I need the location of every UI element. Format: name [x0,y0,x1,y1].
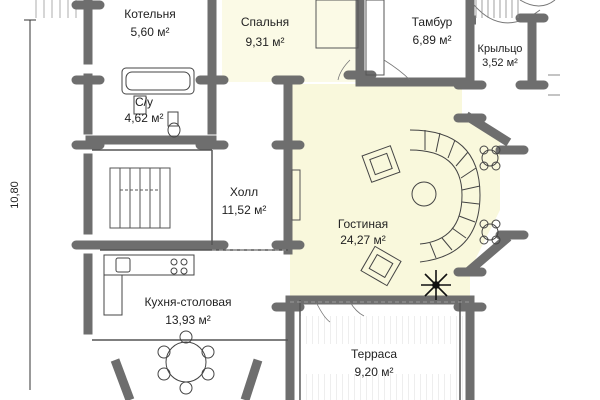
room-area-su: 4,62 м² [125,111,164,125]
sink [133,95,147,115]
room-name-kuhnya: Кухня-столовая [144,295,231,309]
room-name-spalnya: Спальня [241,15,289,29]
star-plant-icon [421,270,451,300]
room-area-gostinaya: 24,27 м² [340,233,386,247]
room-area-tambur: 6,89 м² [413,33,452,47]
door-swing-terrace-2 [349,301,365,317]
room-area-terrasa: 9,20 м² [355,365,394,379]
room-area-kotelnaya: 5,60 м² [131,25,170,39]
door-swing-terrace [315,301,331,323]
log-ends [71,0,549,312]
plant-icon-1 [479,145,501,171]
door-swing-bedroom [337,59,351,81]
room-area-holl: 11,52 м² [222,203,267,217]
room-name-terrasa: Терраса [351,347,397,361]
sofa-curved [409,129,481,263]
dining-table [157,330,215,395]
door-swing-tambur [383,59,411,81]
kitchen-counter [103,254,195,316]
living-fill [290,84,500,300]
room-name-krylco: Крыльцо [478,43,523,55]
bathtub [121,67,195,95]
armchair-top [361,145,401,183]
armchair-bottom [360,245,402,287]
wardrobe [315,0,359,49]
hall-door [291,169,301,221]
room-name-tambur: Тамбур [412,15,453,29]
bedroom-fill [222,0,358,82]
dimension-label: 10,80 [9,181,21,209]
room-name-su: С/у [135,95,153,109]
stairs [109,167,171,229]
walls [83,0,512,400]
dimension-line [24,19,36,390]
room-area-krylco: 3,52 м² [482,57,518,69]
top-right-arc-2 [519,0,556,7]
room-name-holl: Холл [230,185,258,199]
top-left-porch-lines [35,0,77,18]
room-name-kotelnaya: Котельня [124,7,175,21]
room-area-kuhnya: 13,93 м² [165,313,211,327]
terrace-clear [306,344,456,374]
tambur-cabinet [365,0,385,76]
toilet [167,111,181,138]
room-name-gostinaya: Гостиная [338,217,388,231]
kitchen-bay [110,358,263,400]
room-area-spalnya: 9,31 м² [246,35,285,49]
plant-icon-2 [479,219,501,245]
porch-steps [475,0,519,18]
